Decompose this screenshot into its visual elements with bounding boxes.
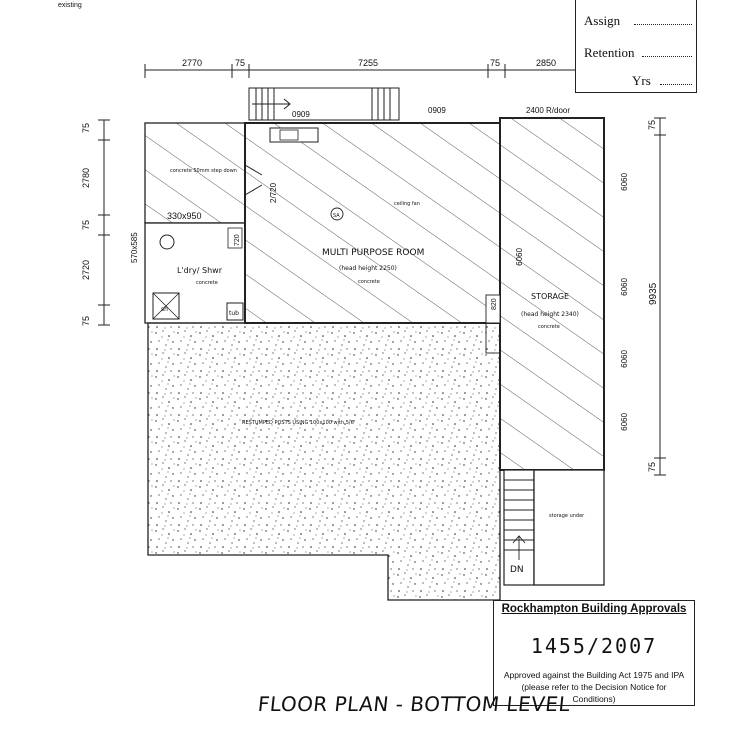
top-left-room — [144, 122, 246, 224]
mpr-label: MULTI PURPOSE ROOM — [322, 248, 424, 258]
dim-top-3: 7255 — [358, 58, 378, 68]
dim-left-2: 2780 — [81, 168, 91, 188]
storage-room — [499, 117, 605, 471]
dim-left-4: 2720 — [81, 260, 91, 280]
yrs-label: Yrs — [632, 73, 651, 88]
existing-note: existing — [58, 2, 82, 9]
posts-note: RESTUMPED POSTS USING 100x100 with 5/6 — [242, 420, 354, 426]
storage-door-dim-2: 0909 — [619, 278, 628, 296]
right-dimension-line — [654, 117, 666, 476]
assign-label: Assign — [584, 13, 621, 28]
dim-right-bottom: 75 — [647, 462, 657, 472]
tub-label: tub — [229, 310, 239, 317]
storage-door-dim-1: 0909 — [619, 173, 628, 191]
top-left-room-note: concrete 50mm step down — [170, 168, 237, 174]
storage-door-jamb — [485, 322, 501, 354]
under-stair-label: storage under — [549, 513, 585, 519]
slab-area — [147, 322, 501, 601]
mpr-floor-label: concrete — [358, 279, 380, 285]
sa-symbol-icon — [330, 207, 344, 221]
dim-top-1: 2770 — [182, 58, 202, 68]
door-dim-2: 0909 — [428, 106, 446, 115]
dim-top-4: 75 — [490, 58, 500, 68]
dim-left-5: 75 — [81, 316, 91, 326]
top-stairs — [248, 87, 400, 121]
retention-label: Retention — [584, 45, 635, 60]
dim-left-3: 75 — [81, 220, 91, 230]
bath-door-gap — [227, 227, 243, 249]
sa-symbol-label: SA — [333, 213, 340, 219]
stamp-number: 1455/2007 — [530, 634, 658, 658]
door-dim-3: 2400 R/door — [526, 106, 570, 115]
storage-door-dim-3: 0909 — [619, 350, 628, 368]
lower-stairs — [503, 469, 535, 586]
stairs-dn-label: DN — [510, 565, 524, 575]
door-dim-1: 0909 — [292, 110, 310, 119]
under-stair-store — [533, 469, 605, 586]
storage-door-dim: 820 — [491, 298, 498, 310]
mpr-sub-label: (head height 2250) — [339, 265, 397, 272]
laundry-tub-icon — [226, 302, 244, 321]
cavity-dim: 570x585 — [130, 232, 139, 263]
approval-stamp: Rockhampton Building Approvals 1455/2007… — [493, 600, 695, 706]
dim-right-total: 9935 — [648, 282, 659, 305]
yrs-row: Yrs — [576, 64, 696, 92]
stamp-note-line2: (please refer to the Decision Notice for… — [521, 682, 667, 704]
storage-label: STORAGE — [531, 292, 569, 301]
kitchen-bench — [269, 127, 319, 143]
dim-top-2: 75 — [235, 58, 245, 68]
bath-door-dim: 720 — [234, 234, 241, 246]
multi-purpose-room — [244, 122, 501, 324]
retention-row: Retention — [576, 36, 696, 64]
mpr-door-dim-right: 0909 — [514, 248, 523, 266]
stamp-note-line1: Approved against the Building Act 1975 a… — [503, 670, 685, 680]
ceiling-note: ceiling fan — [394, 201, 420, 207]
storage-sub-label: (head height 2340) — [521, 311, 579, 318]
opening-dims: 330x950 — [167, 211, 202, 221]
sink-icon — [279, 129, 299, 141]
laundry-label: L'dry/ Shwr — [177, 266, 223, 275]
storage-door-dim-4: 0909 — [619, 413, 628, 431]
top-dimension-line — [144, 64, 603, 78]
plan-title: FLOOR PLAN - BOTTOM LEVEL — [256, 692, 572, 716]
dim-top-5: 2850 — [536, 58, 556, 68]
left-dimension-line — [98, 119, 110, 326]
storage-floor-label: concrete — [538, 324, 560, 330]
laundry-floor-label: concrete — [196, 280, 218, 286]
mpr-door-swing — [244, 164, 263, 196]
mpr-door-dim-left: 2/720 — [269, 182, 278, 203]
stamp-title: Rockhampton Building Approvals — [501, 603, 687, 615]
dim-left-1: 75 — [81, 123, 91, 133]
records-box: Assign Retention Yrs — [575, 0, 697, 93]
stamp-note: Approved against the Building Act 1975 a… — [502, 669, 686, 705]
toilet-icon — [159, 234, 175, 250]
assign-row: Assign — [576, 4, 696, 32]
dim-right-top: 75 — [647, 120, 657, 130]
shower-label: sh — [161, 306, 168, 313]
